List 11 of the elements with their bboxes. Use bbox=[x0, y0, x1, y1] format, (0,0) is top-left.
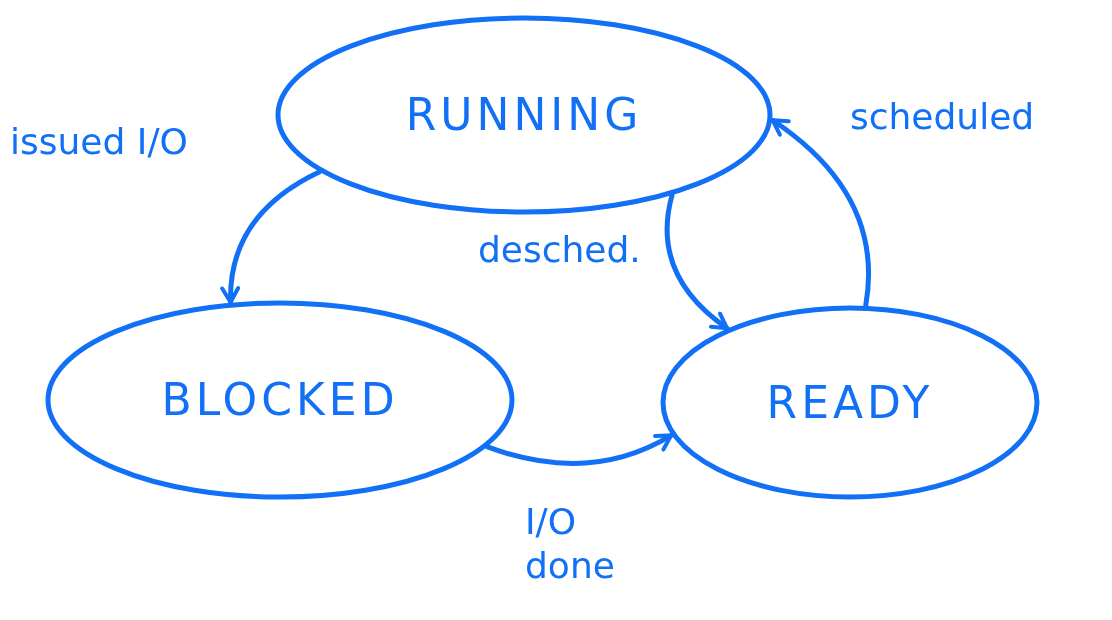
arrow bbox=[220, 169, 322, 305]
state-label: BLOCKED bbox=[161, 373, 399, 427]
arrow bbox=[485, 432, 674, 466]
edge-label: issued I/O bbox=[10, 120, 189, 164]
state-label: RUNNING bbox=[405, 88, 643, 142]
edge-label: scheduled bbox=[850, 95, 1036, 139]
arrow bbox=[770, 117, 871, 308]
state-label: READY bbox=[766, 375, 934, 430]
edge-label: I/O done bbox=[525, 500, 616, 588]
arrow bbox=[664, 192, 730, 331]
edge-label: desched. bbox=[478, 228, 642, 272]
